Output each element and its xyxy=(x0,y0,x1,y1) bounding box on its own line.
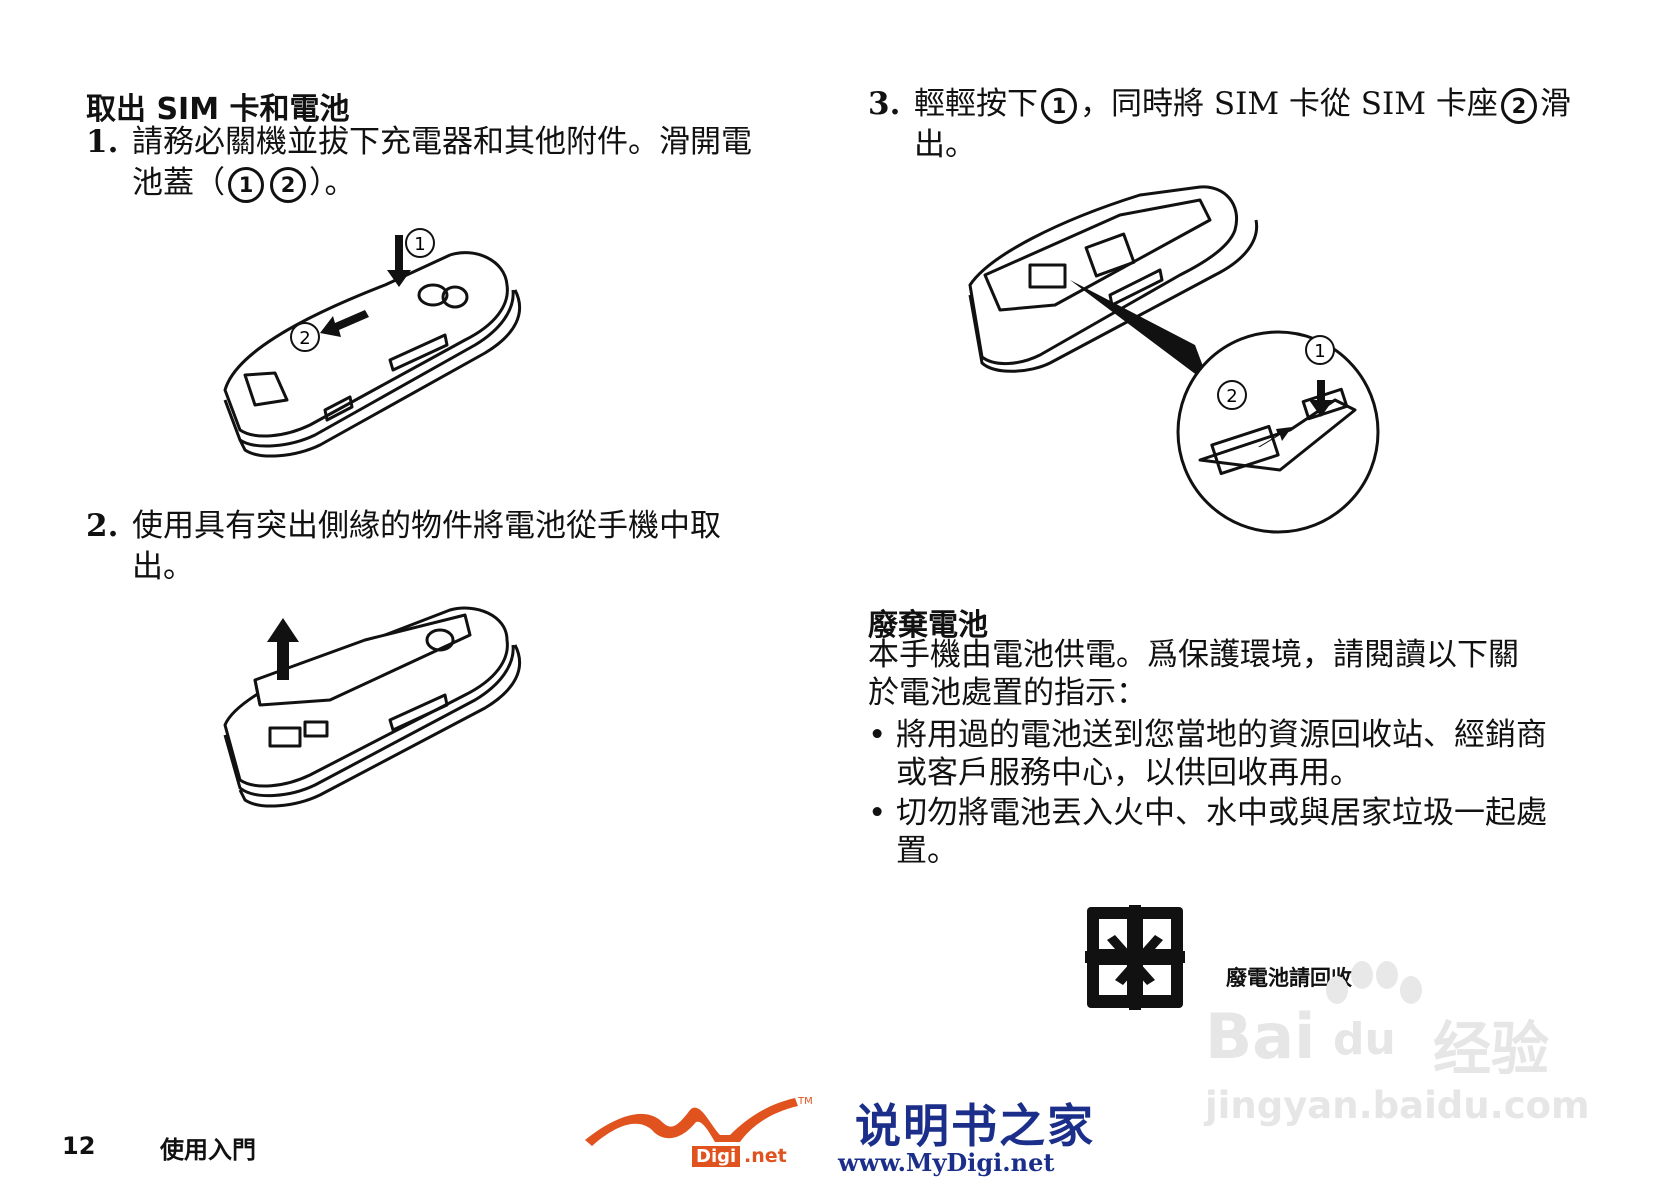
sim-removal-illustration: 1 2 xyxy=(968,185,1380,534)
fig1-label-2: 2 xyxy=(299,328,310,349)
phone-back-cover-illustration: 1 2 xyxy=(223,228,521,458)
disposal-line2: 於電池處置的指示： xyxy=(868,675,1147,711)
section-title-battery-disposal: 廢棄電池 xyxy=(868,608,988,643)
disposal-paragraph: 本手機由電池供電。爲保護環境，請閱讀以下關 於電池處置的指示： xyxy=(868,636,1628,712)
step-3-number: 3. xyxy=(868,86,901,122)
step-2-line1: 使用具有突出側緣的物件將電池從手機中取 xyxy=(132,508,721,544)
mydigi-url: www.MyDigi.net xyxy=(838,1148,1055,1177)
step-1-number: 1. xyxy=(86,124,119,160)
baidu-watermark: Bai du 经验 jingyan.baidu.com xyxy=(1205,961,1605,1140)
circled-2: 2 xyxy=(1500,87,1537,124)
step-1-line1: 請務必關機並拔下充電器和其他附件。滑開電 xyxy=(132,124,752,160)
mydigi-digi: Digi xyxy=(692,1146,741,1167)
battery-removal-illustration xyxy=(223,606,521,808)
mydigi-chinese-name: 说明书之家 xyxy=(855,1099,1095,1153)
section-title-remove-sim: 取出 SIM 卡和電池 xyxy=(86,92,350,127)
baidu-jingyan: 经验 xyxy=(1433,1015,1550,1083)
bullet-item: • 切勿將電池丟入火中、水中或與居家垃圾一起處 置。 xyxy=(868,795,1547,869)
mydigi-watermark: TM Digi .net 说明书之家 www.MyDigi.net xyxy=(580,1090,1120,1185)
circled-1: 1 xyxy=(228,166,264,203)
baidu-du: du xyxy=(1333,1014,1396,1065)
bullet-1-line1: 將用過的電池送到您當地的資源回收站、經銷商 xyxy=(896,717,1547,753)
fig3-label-2: 2 xyxy=(1226,386,1237,407)
mydigi-net: .net xyxy=(744,1145,787,1167)
footer-section-title: 使用入門 xyxy=(160,1136,256,1164)
mydigi-swoosh-logo: TM xyxy=(585,1096,813,1146)
circled-2: 2 xyxy=(270,166,306,203)
disposal-line1: 本手機由電池供電。爲保護環境，請閱讀以下關 xyxy=(868,637,1519,673)
step-2-number: 2. xyxy=(86,508,119,544)
bullet-item: • 將用過的電池送到您當地的資源回收站、經銷商 或客戶服務中心，以供回收再用。 xyxy=(868,717,1547,791)
bullet-1-line2: 或客戶服務中心，以供回收再用。 xyxy=(896,755,1361,791)
baidu-brand: Bai xyxy=(1205,1000,1316,1073)
baidu-url: jingyan.baidu.com xyxy=(1205,1084,1590,1127)
page-number: 12 xyxy=(62,1132,96,1160)
circled-1: 1 xyxy=(1041,87,1077,124)
step-3-line2: 出。 xyxy=(914,127,976,163)
fig3-label-1: 1 xyxy=(1314,341,1325,362)
bullet-2-line2: 置。 xyxy=(896,833,958,869)
fig1-label-1: 1 xyxy=(414,234,425,255)
paw-icon xyxy=(1326,961,1422,1004)
mydigi-tm: TM xyxy=(797,1096,813,1107)
step-2-line2: 出。 xyxy=(132,549,194,585)
bullet-2-line1: 切勿將電池丟入火中、水中或與居家垃圾一起處 xyxy=(896,795,1547,831)
step-2: 2. 使用具有突出側緣的物件將電池從手機中取 出。 xyxy=(86,506,806,596)
battery-recycle-icon xyxy=(1085,905,1185,1010)
